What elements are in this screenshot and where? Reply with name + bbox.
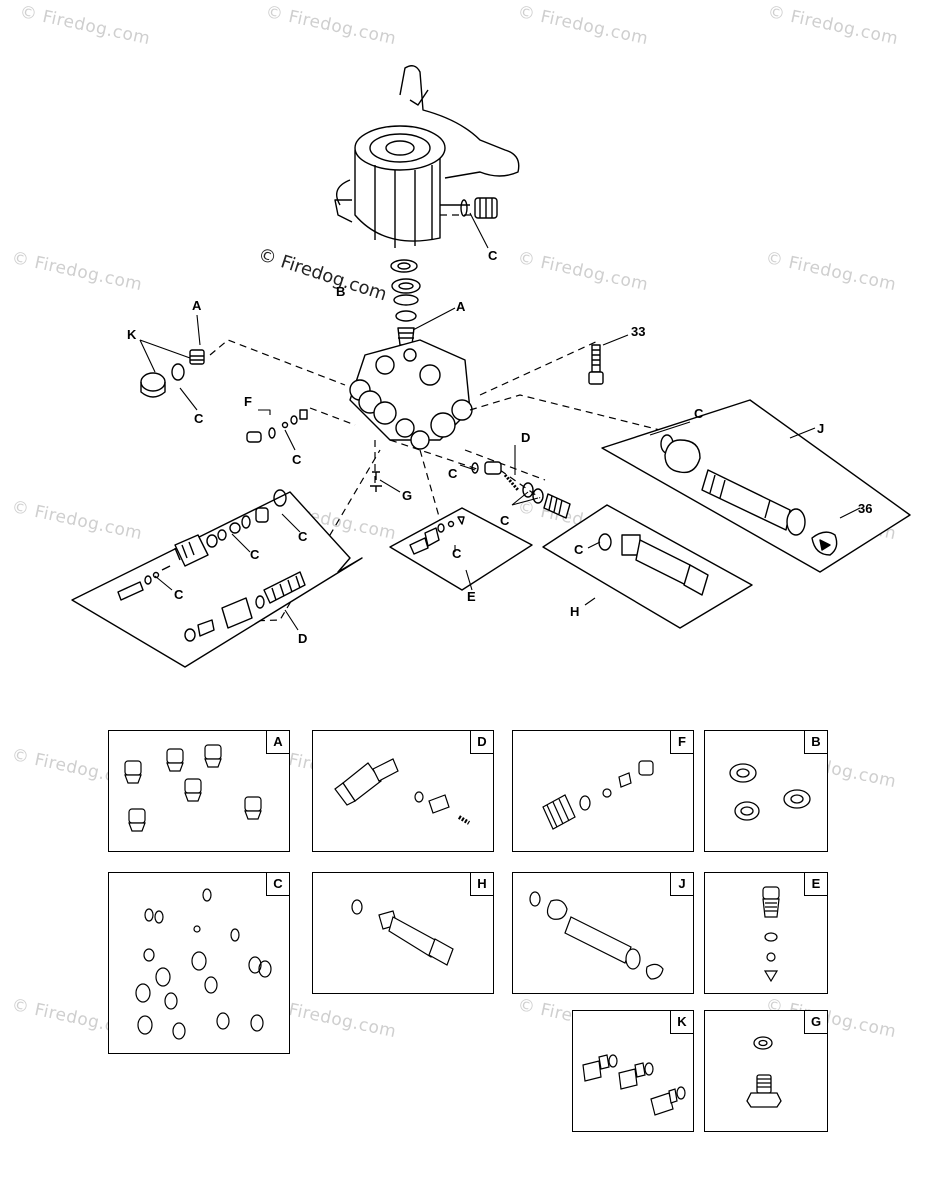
- callout-b: B: [336, 284, 346, 299]
- kit-h-outline: [542, 504, 753, 629]
- callout-c: C: [452, 546, 462, 561]
- valve-d-parts: [471, 461, 571, 519]
- kit-label: D: [470, 731, 493, 754]
- callout-e: E: [467, 589, 476, 604]
- callout-c: C: [448, 466, 458, 481]
- kit-d-drawing: [334, 758, 471, 825]
- callout-c: C: [500, 513, 510, 528]
- callout-d: D: [521, 430, 531, 445]
- kit-box-h: H: [312, 872, 494, 994]
- kit-box-c: C: [108, 872, 290, 1054]
- kit-g-drawing: [746, 1036, 782, 1108]
- kit-box-a: A: [108, 730, 290, 852]
- callout-c: C: [194, 411, 204, 426]
- kit-j-drawing: [529, 891, 664, 980]
- seal-stack: [390, 259, 421, 346]
- kit-e-drawing: [762, 886, 780, 983]
- plug-k-assembly: [140, 349, 205, 398]
- kit-d-outline: [71, 489, 363, 668]
- kit-label: K: [670, 1011, 693, 1034]
- kit-label: E: [804, 873, 827, 896]
- callout-a: A: [192, 298, 202, 313]
- screw-g: [370, 471, 382, 492]
- kit-box-f: F: [512, 730, 694, 852]
- kit-label: B: [804, 731, 827, 754]
- valve-f-parts: [246, 409, 308, 443]
- kit-label: H: [470, 873, 493, 896]
- kit-f-drawing: [542, 760, 654, 830]
- callout-36: 36: [858, 501, 873, 516]
- kit-box-g: G: [704, 1010, 828, 1132]
- kit-box-d: D: [312, 730, 494, 852]
- callout-c: C: [174, 587, 184, 602]
- callout-c: C: [574, 542, 584, 557]
- callout-d: D: [298, 631, 308, 646]
- callout-h: H: [570, 604, 580, 619]
- callout-c: C: [298, 529, 308, 544]
- kit-e-outline: [389, 507, 533, 591]
- callout-c: C: [250, 547, 260, 562]
- callout-c: C: [694, 406, 704, 421]
- kit-box-e: E: [704, 872, 828, 994]
- kit-a-drawing: [124, 744, 262, 832]
- kit-label: J: [670, 873, 693, 896]
- kit-label: C: [266, 873, 289, 896]
- callout-33: 33: [631, 324, 646, 339]
- bolt-33: [588, 344, 604, 385]
- kit-h-drawing: [351, 899, 454, 966]
- kit-j-outline: [601, 399, 911, 573]
- pump-housing: [334, 65, 520, 248]
- callout-j: J: [817, 421, 825, 436]
- kit-c-drawing: [135, 888, 272, 1040]
- callout-a: A: [456, 299, 466, 314]
- kit-label: F: [670, 731, 693, 754]
- callout-c: C: [292, 452, 302, 467]
- kit-box-b: B: [704, 730, 828, 852]
- callout-f: F: [244, 394, 252, 409]
- kit-box-k: K: [572, 1010, 694, 1132]
- kit-label: G: [804, 1011, 827, 1034]
- kit-b-drawing: [729, 763, 811, 821]
- kit-k-drawing: [582, 1054, 686, 1116]
- kit-label: A: [266, 731, 289, 754]
- kit-box-j: J: [512, 872, 694, 994]
- pump-manifold: [349, 339, 473, 450]
- callout-c: C: [488, 248, 498, 263]
- callout-g: G: [402, 488, 413, 503]
- callout-k: K: [127, 327, 137, 342]
